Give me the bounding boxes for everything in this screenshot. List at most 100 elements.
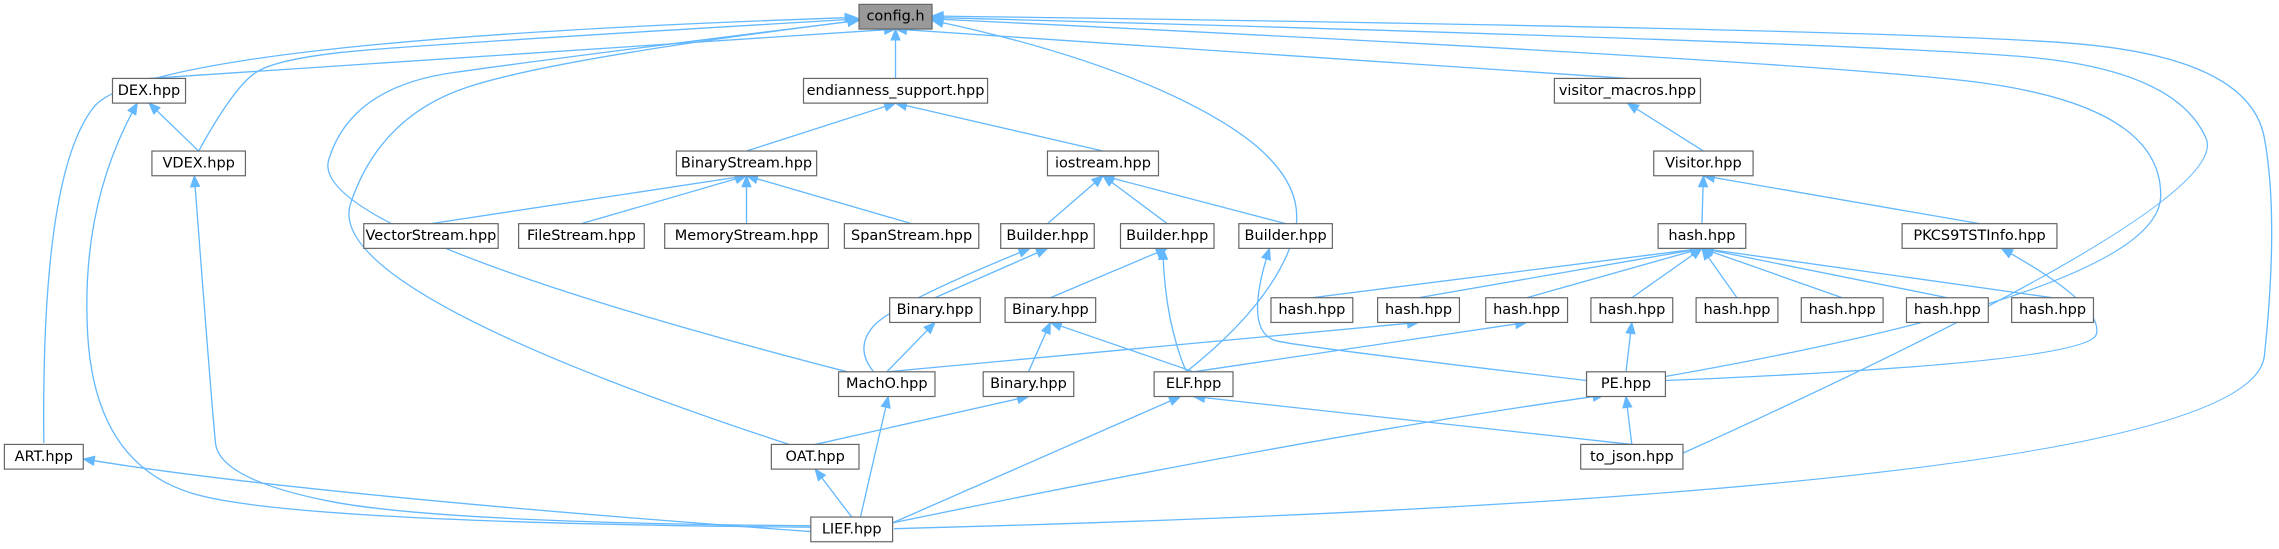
node-builder_elf[interactable]: Builder.hpp <box>1119 223 1215 249</box>
node-label: Visitor.hpp <box>1665 155 1742 171</box>
node-filestream[interactable]: FileStream.hpp <box>518 223 645 249</box>
node-box <box>837 371 936 398</box>
node-label: MachO.hpp <box>846 376 928 392</box>
node-label: VDEX.hpp <box>162 155 234 171</box>
node-tojson[interactable]: to_json.hpp <box>1580 443 1684 470</box>
edge-lief-to-elf <box>892 395 1182 524</box>
node-box <box>1590 297 1674 324</box>
edge-line <box>1050 321 1194 373</box>
edge-line <box>934 247 1048 299</box>
node-hash_main[interactable]: hash.hpp <box>1657 223 1747 249</box>
node-builder_macho[interactable]: Builder.hpp <box>1000 223 1095 249</box>
node-label: MemoryStream.hpp <box>675 228 819 244</box>
node-pe[interactable]: PE.hpp <box>1585 371 1667 398</box>
edge-line <box>148 102 200 152</box>
node-box <box>1695 297 1779 324</box>
edge-line <box>1701 247 2053 299</box>
node-label: hash.hpp <box>1598 302 1665 318</box>
node-macho[interactable]: MachO.hpp <box>837 371 936 398</box>
node-hash3[interactable]: hash.hpp <box>1485 297 1569 324</box>
node-box <box>802 77 989 104</box>
node-elf[interactable]: ELF.hpp <box>1153 371 1234 398</box>
edge-line <box>1102 175 1168 225</box>
node-hash7[interactable]: hash.hpp <box>1905 297 1989 324</box>
edge-line <box>1418 247 1703 299</box>
edge-arrowhead <box>1622 395 1633 409</box>
node-binarystream[interactable]: BinaryStream.hpp <box>675 150 818 177</box>
edge-line <box>348 19 860 446</box>
edge-builder_pe-to-iostream <box>1101 173 1286 225</box>
node-lief[interactable]: LIEF.hpp <box>810 516 894 543</box>
node-dex[interactable]: DEX.hpp <box>111 77 187 104</box>
node-binary_macho[interactable]: Binary.hpp <box>889 297 981 324</box>
edge-arrowhead <box>81 455 96 467</box>
edge-binary_macho-to-builder_macho <box>934 247 1049 299</box>
edge-vectorstream-to-binarystream <box>430 172 748 225</box>
node-label: PE.hpp <box>1601 376 1651 392</box>
node-hash4[interactable]: hash.hpp <box>1590 297 1674 324</box>
node-box <box>1153 371 1234 398</box>
node-box <box>1580 443 1684 470</box>
node-iostream[interactable]: iostream.hpp <box>1046 150 1160 177</box>
edge-line <box>932 16 2208 454</box>
node-visitor_macros[interactable]: visitor_macros.hpp <box>1553 77 1702 104</box>
node-binary_elf[interactable]: Binary.hpp <box>1004 297 1097 324</box>
node-vectorstream[interactable]: VectorStream.hpp <box>363 223 499 249</box>
edge-line <box>1627 102 1704 152</box>
edge-elf-to-builder_elf <box>1157 247 1187 373</box>
node-box <box>1000 223 1095 249</box>
edge-hash8-to-hash_main <box>1700 244 2053 299</box>
node-box <box>1653 150 1754 177</box>
node-label: OAT.hpp <box>786 449 845 465</box>
node-box <box>1553 77 1702 104</box>
edge-arrowhead <box>148 102 161 115</box>
edge-hash4-to-hash_main <box>1631 247 1704 299</box>
node-vdex[interactable]: VDEX.hpp <box>151 150 247 177</box>
node-endian[interactable]: endianness_support.hpp <box>802 77 989 104</box>
node-box <box>3 443 84 470</box>
edge-line <box>886 321 936 373</box>
node-box <box>770 443 860 470</box>
node-label: BinaryStream.hpp <box>681 155 812 171</box>
node-hash6[interactable]: hash.hpp <box>1800 297 1884 324</box>
edge-line <box>1701 247 1843 299</box>
edge-line <box>1311 247 1703 299</box>
edge-line <box>1162 248 1187 373</box>
node-hash5[interactable]: hash.hpp <box>1695 297 1779 324</box>
node-label: visitor_macros.hpp <box>1559 83 1696 99</box>
node-box <box>810 516 894 543</box>
node-builder_pe[interactable]: Builder.hpp <box>1238 223 1333 249</box>
edge-arrowhead <box>1017 247 1032 258</box>
edge-arrowhead <box>923 321 936 335</box>
edge-arrowhead <box>1697 174 1709 188</box>
node-binary_oat[interactable]: Binary.hpp <box>982 371 1075 398</box>
node-hash2[interactable]: hash.hpp <box>1377 297 1461 324</box>
node-label: FileStream.hpp <box>527 228 636 244</box>
node-label: Builder.hpp <box>1245 228 1327 244</box>
edge-vdex-to-dex <box>148 102 200 152</box>
node-memorystream[interactable]: MemoryStream.hpp <box>664 223 829 249</box>
node-box <box>664 223 829 249</box>
node-label: DEX.hpp <box>118 83 180 99</box>
node-oat[interactable]: OAT.hpp <box>770 443 860 470</box>
edge-arrowhead <box>741 174 752 188</box>
node-label: Builder.hpp <box>1006 228 1088 244</box>
node-config[interactable]: config.h <box>858 3 933 30</box>
node-spanstream[interactable]: SpanStream.hpp <box>843 223 980 249</box>
edge-line <box>1047 175 1104 225</box>
edge-lief-to-vdex <box>189 174 811 527</box>
node-label: endianness_support.hpp <box>807 83 985 99</box>
node-art[interactable]: ART.hpp <box>3 443 84 470</box>
edge-memorystream-to-binarystream <box>741 174 752 224</box>
node-hash8[interactable]: hash.hpp <box>2011 297 2095 324</box>
node-hash1[interactable]: hash.hpp <box>1270 297 1354 324</box>
node-box <box>889 297 981 324</box>
node-label: VectorStream.hpp <box>366 228 497 244</box>
node-visitor[interactable]: Visitor.hpp <box>1653 150 1754 177</box>
edge-arrowhead <box>1157 247 1169 260</box>
edge-pe-to-config <box>930 14 2162 380</box>
edge-pe-to-builder_pe <box>1256 247 1587 382</box>
node-box <box>843 223 980 249</box>
node-pkcs9[interactable]: PKCS9TSTInfo.hpp <box>1901 223 2058 249</box>
node-label: hash.hpp <box>1668 228 1735 244</box>
